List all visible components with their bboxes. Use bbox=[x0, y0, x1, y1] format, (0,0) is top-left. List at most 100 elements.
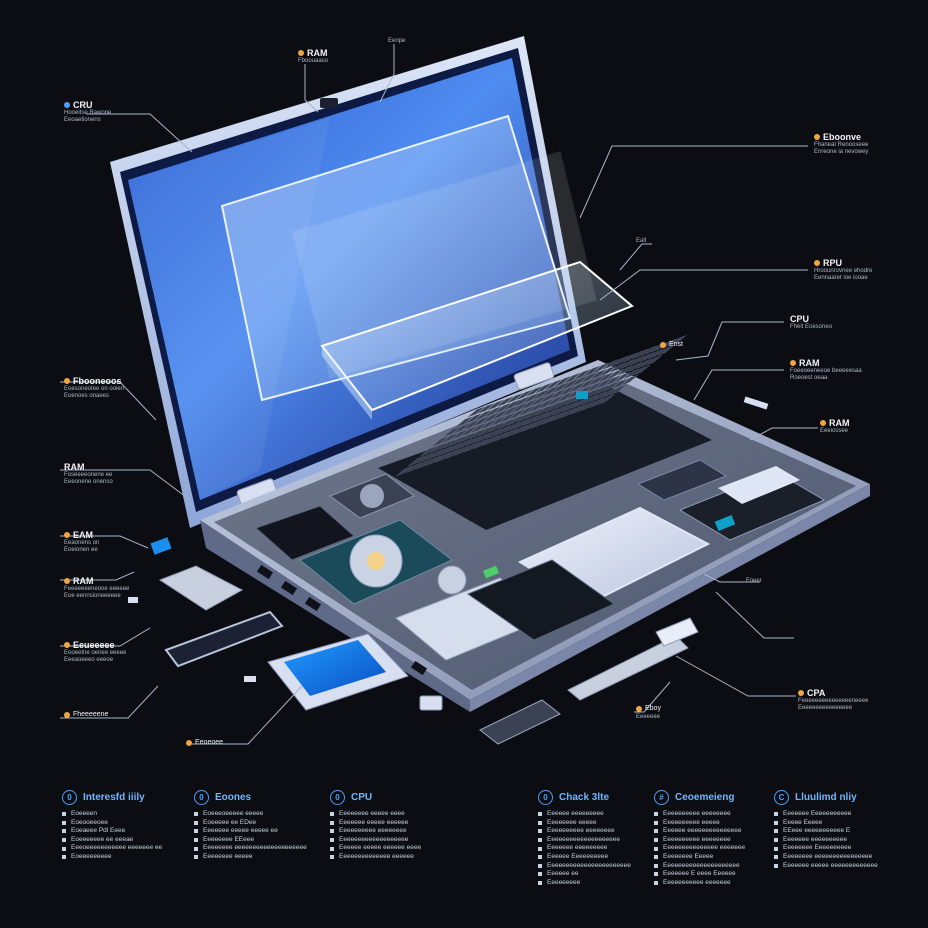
bullet-icon bbox=[538, 812, 542, 817]
keyboard-key bbox=[616, 365, 634, 376]
orange-dot-icon bbox=[814, 134, 820, 140]
legend-item: Eeeeeeee Eeeee bbox=[654, 853, 784, 862]
bullet-icon bbox=[330, 846, 334, 851]
keyboard-key bbox=[395, 465, 413, 477]
keyboard-key bbox=[607, 368, 625, 380]
keyboard-key bbox=[532, 389, 550, 400]
ssd-chip bbox=[284, 640, 386, 696]
keyboard-key bbox=[443, 426, 461, 437]
callout-eueeeee: Eeueeeee Eooeetne oenee eeeee Eeeaoeeeo … bbox=[64, 640, 127, 663]
keyboard-key bbox=[563, 372, 581, 384]
keyboard-key bbox=[614, 371, 632, 383]
usb-stick bbox=[567, 635, 689, 701]
legend-column-5: #Ceoemeieng Eeeeeeeeee eeeeeeee Eeeeeeee… bbox=[654, 790, 784, 887]
legend-item: Eeeeeeee eeeeeeeeeeeeeeee bbox=[774, 853, 914, 862]
keyboard-key bbox=[407, 455, 425, 467]
callout-fbooneoos: Fbooneoos Eoesoneotee on ooien Eoenoes o… bbox=[64, 376, 125, 399]
keyboard-key bbox=[590, 368, 608, 380]
keyboard-key bbox=[583, 365, 601, 377]
legend-item: Eeeeeeeeee eeeeeeee bbox=[330, 827, 460, 836]
keyboard-key bbox=[542, 408, 560, 419]
legend-item: Eoeooeeoee bbox=[62, 819, 192, 828]
callout-cpu-right: CPU Fheit Eoesoneo bbox=[790, 314, 833, 330]
small-part bbox=[244, 676, 256, 682]
legend-item: Eeeeeeee Eeeeeeeeee bbox=[774, 844, 914, 853]
keyboard-key bbox=[513, 418, 531, 429]
info-circle-icon: 0 bbox=[538, 790, 553, 805]
legend-item: Eeeeeeeeeeeeeeeeeeeee bbox=[654, 862, 784, 871]
legend-item: Eeeeeeeeeeeeee eeeeee bbox=[330, 853, 460, 862]
bullet-icon bbox=[194, 838, 198, 843]
keyboard-key bbox=[520, 399, 538, 410]
keyboard-key bbox=[580, 372, 598, 383]
keyboard-key bbox=[501, 428, 519, 439]
keyboard-key bbox=[477, 403, 495, 414]
keyboard-key bbox=[539, 392, 557, 403]
keyboard-key bbox=[434, 452, 452, 463]
ram-module bbox=[158, 565, 244, 611]
keyboard-key bbox=[453, 445, 471, 456]
blue-dot-icon bbox=[64, 102, 70, 108]
keyboard-key bbox=[549, 388, 567, 400]
bullet-icon bbox=[330, 829, 334, 834]
bullet-icon bbox=[62, 846, 66, 851]
callout-eboonve: Eboonve Fhaneat Renooseee Enreone ia nev… bbox=[814, 132, 869, 155]
keyboard-key bbox=[571, 375, 589, 387]
keyboard-key bbox=[568, 382, 586, 393]
keyboard-key bbox=[580, 394, 598, 406]
keyboard-key bbox=[446, 442, 464, 453]
keyboard-key bbox=[525, 386, 543, 397]
side-ports bbox=[256, 564, 428, 676]
bullet-icon bbox=[538, 881, 542, 886]
keyboard-key bbox=[496, 418, 514, 430]
keyboard-key bbox=[599, 387, 617, 399]
legend-item: Eeeeeeee eeeeeeeeeeeeeeeeeeee bbox=[194, 844, 324, 853]
orange-dot-icon bbox=[64, 532, 70, 538]
callout-ram-left-2: RAM Feeeeeeeneooe eeeeee Eoe eennsioneee… bbox=[64, 576, 130, 599]
legend-item: Eeeeeeeeee eeeee bbox=[654, 819, 784, 828]
keyboard-key bbox=[489, 415, 507, 427]
keyboard-key bbox=[549, 411, 567, 422]
keyboard-key bbox=[547, 395, 565, 406]
hinge-right bbox=[513, 362, 555, 390]
callout-ealt: Ealt bbox=[636, 238, 647, 244]
bullet-icon bbox=[330, 855, 334, 860]
webcam-icon bbox=[320, 98, 338, 108]
keyboard-key bbox=[520, 421, 538, 432]
keyboard-key bbox=[578, 401, 596, 412]
bullet-icon bbox=[654, 863, 658, 868]
legend-item: Eeeeeee eeeee eeeee ee bbox=[194, 827, 324, 836]
laptop-base bbox=[200, 360, 870, 712]
keyboard-key bbox=[482, 435, 500, 446]
keyboard-key bbox=[542, 385, 560, 397]
legend-item: Eeeeeeeeeeeeeee eeeeeee bbox=[654, 844, 784, 853]
keyboard-key bbox=[453, 422, 471, 434]
keyboard-key bbox=[415, 458, 433, 470]
keyboard-key bbox=[479, 419, 497, 430]
legend-item: Eeeeee ee bbox=[538, 870, 668, 879]
callout-eenpe: Eenpe bbox=[388, 38, 406, 44]
bullet-icon bbox=[654, 881, 658, 886]
info-circle-icon: 0 bbox=[194, 790, 209, 805]
legend-item: Eeeeeeeee bbox=[538, 879, 668, 888]
bullet-icon bbox=[62, 838, 66, 843]
keyboard-key bbox=[511, 424, 529, 436]
bullet-icon bbox=[194, 829, 198, 834]
keyboard-key bbox=[602, 359, 620, 370]
bullet-icon bbox=[62, 812, 66, 817]
keyboard-key bbox=[460, 425, 478, 437]
legend-item: Eeeeee eeeee eeeeee eeee bbox=[330, 844, 460, 853]
keyboard-key bbox=[518, 405, 536, 417]
keyboard-key bbox=[631, 348, 649, 360]
chip-icon bbox=[714, 514, 736, 532]
keyboard-key bbox=[465, 413, 483, 424]
orange-dot-icon bbox=[64, 578, 70, 584]
keyboard-key bbox=[431, 436, 449, 447]
hash-circle-icon: # bbox=[654, 790, 669, 805]
keyboard-key bbox=[419, 446, 437, 457]
info-circle-icon: 0 bbox=[62, 790, 77, 805]
connector bbox=[479, 699, 561, 745]
keyboard-key bbox=[626, 361, 644, 373]
keyboard-key bbox=[463, 441, 481, 453]
